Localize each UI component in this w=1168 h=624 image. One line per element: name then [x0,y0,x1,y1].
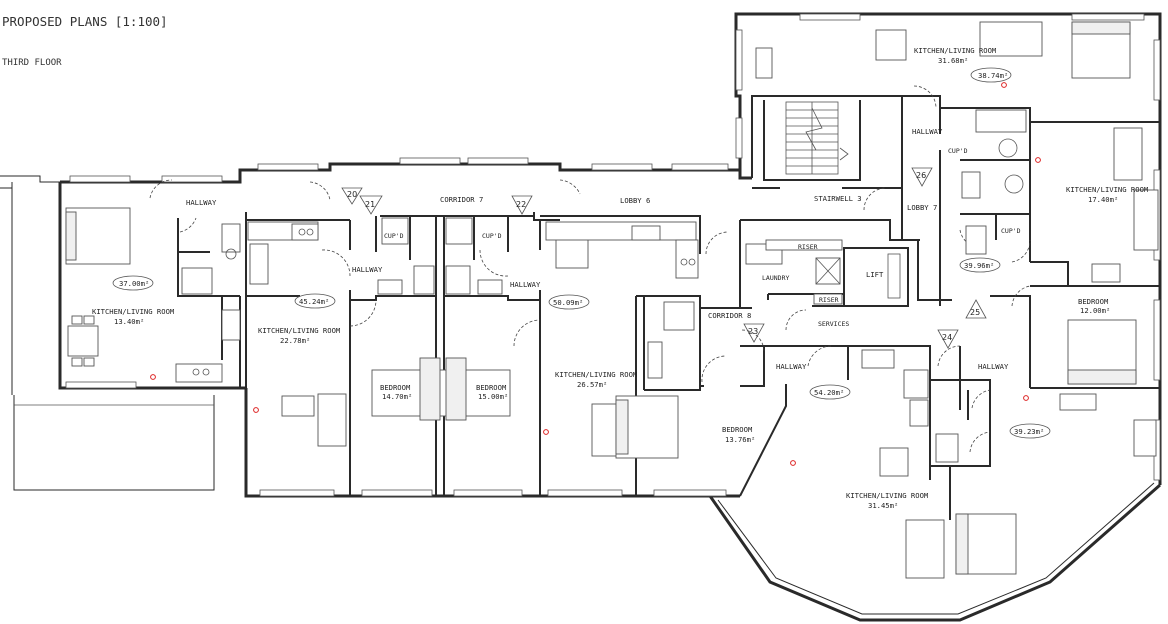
label-corridor-7: CORRIDOR 7 [440,195,483,204]
door-swings [149,85,1031,453]
label-laundry: LAUNDRY [762,274,789,282]
marker-23: 23 [748,327,758,336]
area-flat-top: 38.74m² [978,71,1008,80]
area-kitchen-c: 31.45m² [868,501,898,510]
area-kitchen-west: 13.40m² [114,317,144,326]
stair-markers: 20 21 22 23 24 25 26 [341,167,987,349]
flat-area-tags [112,67,1051,439]
label-lift: LIFT [866,270,884,279]
label-bedroom-b: BEDROOM [476,383,507,392]
label-bedroom-c: BEDROOM [722,425,753,434]
label-hallway-b: HALLWAY [510,280,541,289]
plan-title: PROPOSED PLANS [1:100] [2,14,168,29]
area-flat-west: 37.00m² [119,279,149,288]
marker-21: 21 [365,200,375,209]
marker-20: 20 [347,190,357,199]
floor-label: THIRD FLOOR [2,58,62,68]
label-cupd-d: CUP'D [1001,227,1021,235]
area-bedroom-a: 14.70m² [382,392,412,401]
label-bedroom-e: BEDROOM [1078,297,1109,306]
label-kitchen-west: KITCHEN/LIVING ROOM [92,307,175,316]
label-riser-2: RISER [819,296,839,304]
label-kitchen-c: KITCHEN/LIVING ROOM [846,491,929,500]
label-corridor-8: CORRIDOR 8 [708,311,751,320]
label-cupd-top: CUP'D [948,147,968,155]
marker-25: 25 [970,308,980,317]
area-flat-d: 39.23m² [1014,427,1044,436]
area-flat-b: 50.09m² [553,298,583,307]
fire-detector-markers [150,82,1041,466]
area-kitchen-e: 17.40m² [1088,195,1118,204]
label-bedroom-a: BEDROOM [380,383,411,392]
marker-26: 26 [916,171,926,180]
label-kitchen-a: KITCHEN/LIVING ROOM [258,326,341,335]
area-flat-a: 45.24m² [299,297,329,306]
area-flat-e: 39.96m² [964,261,994,270]
label-lobby-7: LOBBY 7 [907,203,937,212]
interior-walls [177,95,1160,520]
marker-22: 22 [516,200,526,209]
area-kitchen-b: 26.57m² [577,380,607,389]
area-kitchen-top: 31.68m² [938,56,968,65]
room-labels: HALLWAY CORRIDOR 7 LOBBY 6 STAIRWELL 3 L… [92,46,1149,510]
area-flat-c: 54.20m² [814,388,844,397]
label-kitchen-e: KITCHEN/LIVING ROOM [1066,185,1149,194]
area-bedroom-b: 15.00m² [478,392,508,401]
staircase [785,101,849,175]
label-cupd-b: CUP'D [482,232,502,240]
area-bedroom-e: 12.00m² [1080,306,1110,315]
label-hallway-c: HALLWAY [776,362,807,371]
label-stairwell-3: STAIRWELL 3 [814,194,862,203]
label-cupd-a: CUP'D [384,232,404,240]
label-hallway-d: HALLWAY [978,362,1009,371]
label-hallway-west: HALLWAY [186,198,217,207]
area-bedroom-c: 13.76m² [725,435,755,444]
label-kitchen-b: KITCHEN/LIVING ROOM [555,370,638,379]
label-hallway-top: HALLWAY [912,127,943,136]
area-kitchen-a: 22.78m² [280,336,310,345]
label-kitchen-top: KITCHEN/LIVING ROOM [914,46,997,55]
marker-24: 24 [942,333,952,342]
label-services: SERVICES [818,320,849,328]
label-riser-1: RISER [798,243,818,251]
label-hallway-a: HALLWAY [352,265,383,274]
adjacent-building [0,175,215,491]
furniture [65,21,1159,579]
label-lobby-6: LOBBY 6 [620,196,650,205]
